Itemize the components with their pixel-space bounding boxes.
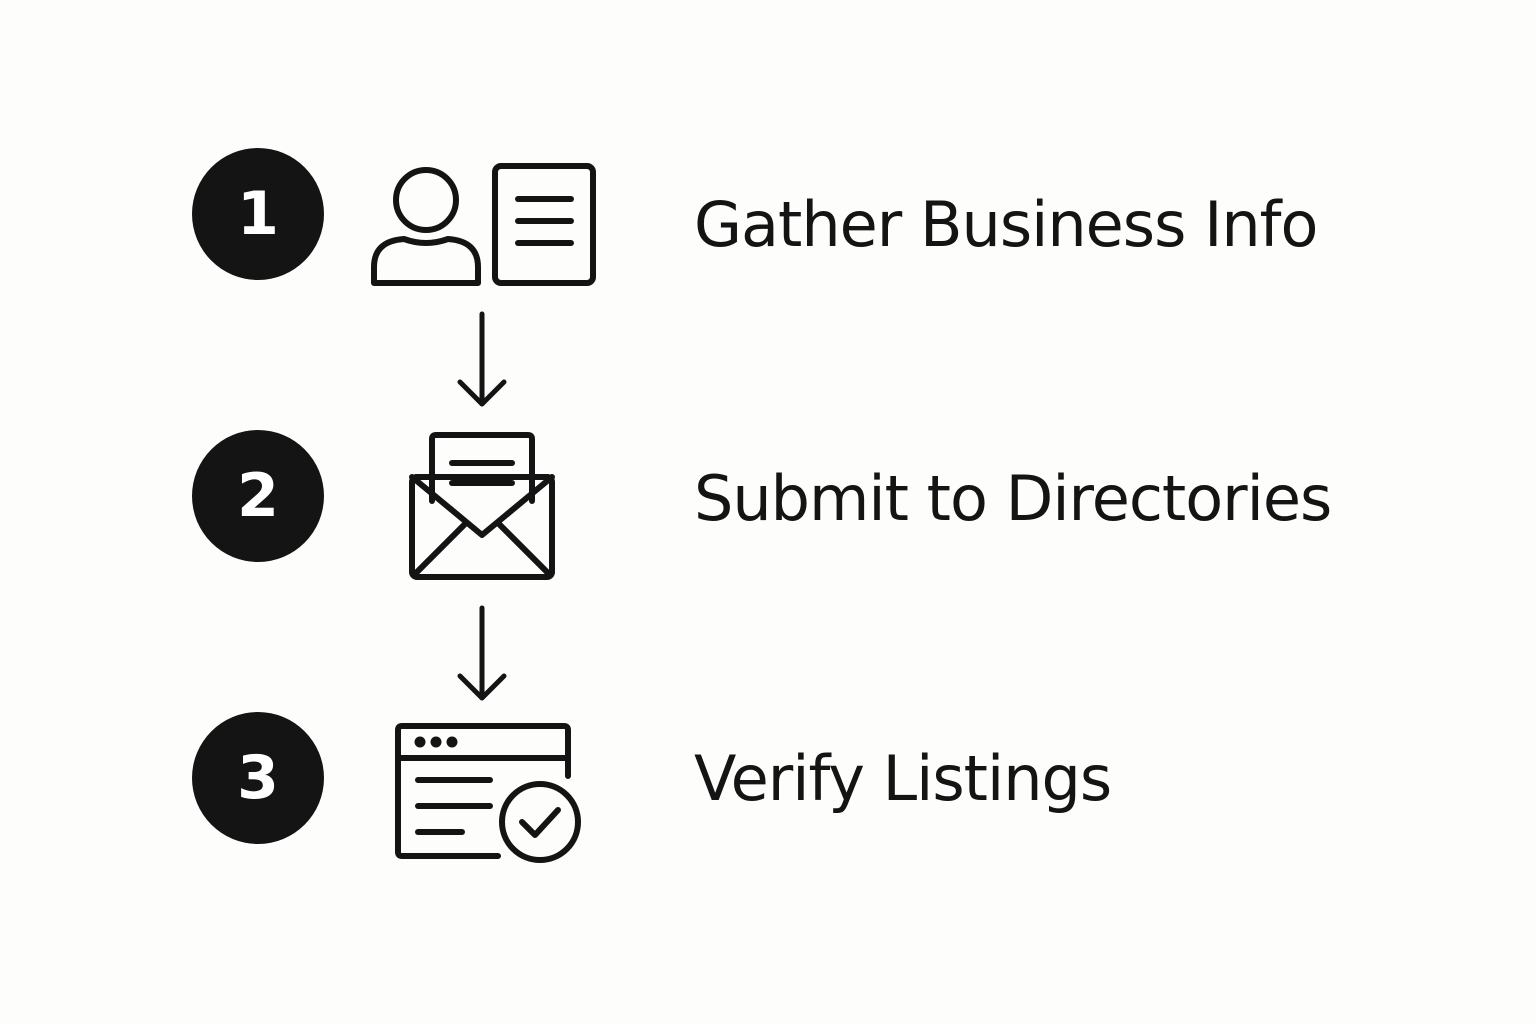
step-3-badge: 3 xyxy=(192,712,324,844)
step-1-label: Gather Business Info xyxy=(694,188,1318,261)
browser-check-icon xyxy=(395,723,581,863)
step-2-number: 2 xyxy=(237,461,279,531)
step-2-badge: 2 xyxy=(192,430,324,562)
envelope-letter-icon xyxy=(409,432,555,580)
step-3-label: Verify Listings xyxy=(694,742,1112,815)
arrow-down-icon xyxy=(457,605,507,701)
user-document-icon xyxy=(371,163,596,286)
step-2-label: Submit to Directories xyxy=(694,462,1332,535)
step-1-badge: 1 xyxy=(192,148,324,280)
step-3-number: 3 xyxy=(237,743,279,813)
arrow-down-icon xyxy=(457,311,507,407)
step-1-number: 1 xyxy=(237,179,279,249)
